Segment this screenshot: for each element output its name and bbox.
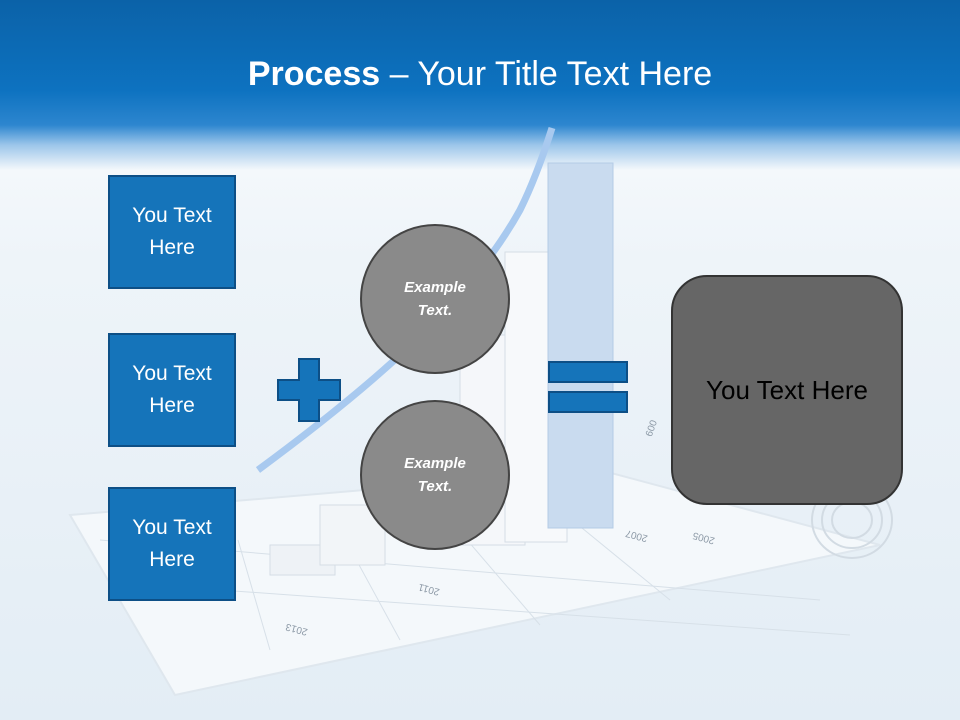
example-circle-1[interactable]: Example Text. [360, 224, 510, 374]
title-rest: – Your Title Text Here [380, 55, 713, 93]
circle-content: Example Text. [404, 452, 466, 498]
text-box-line: Here [149, 548, 195, 571]
plus-icon [277, 358, 341, 422]
circle-line: Text. [417, 302, 453, 319]
year-label: 2011 [417, 581, 441, 597]
year-label: 600 [644, 418, 660, 438]
example-circle-2[interactable]: Example Text. [360, 400, 510, 550]
circle-line: Example [404, 455, 466, 472]
text-box-line: Here [149, 236, 195, 259]
text-box-3[interactable]: You Text Here [108, 487, 236, 601]
text-box-2[interactable]: You Text Here [108, 333, 236, 447]
text-box-line: You Text [132, 204, 212, 227]
result-text: You Text Here [706, 374, 868, 405]
circle-line: Example [404, 279, 466, 296]
circle-line: Text. [417, 478, 453, 495]
text-box-line: Here [149, 394, 195, 417]
text-box-line: You Text [132, 516, 212, 539]
result-box[interactable]: You Text Here [671, 275, 903, 505]
text-box-content: You Text Here [132, 358, 211, 422]
circle-content: Example Text. [404, 276, 466, 322]
text-box-line: You Text [132, 362, 212, 385]
text-box-content: You Text Here [132, 200, 211, 264]
header-band [0, 0, 960, 170]
slide-title: Process – Your Title Text Here [0, 52, 960, 96]
equals-icon [548, 361, 628, 413]
text-box-content: You Text Here [132, 512, 211, 576]
text-box-1[interactable]: You Text Here [108, 175, 236, 289]
title-bold: Process [247, 55, 381, 93]
